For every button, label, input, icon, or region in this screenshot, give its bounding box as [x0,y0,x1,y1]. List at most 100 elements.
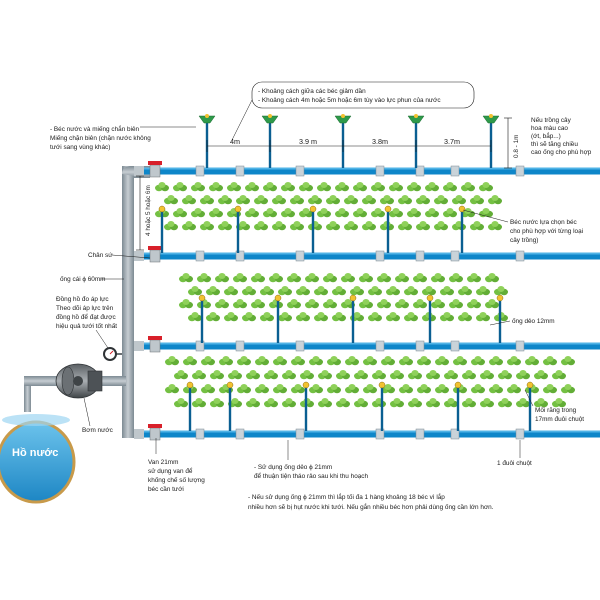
sprinkler-head-icon [226,381,234,389]
tall-crop-note: Nếu trồng cây hoa màu cao (ớt, bắp...) t… [531,115,592,156]
plant-icon [395,299,409,309]
sprinkler-nozzle [268,114,272,118]
plant-icon [326,195,340,205]
plant-rows [155,182,575,408]
plant-icon [407,208,421,218]
plant-icon [318,370,332,380]
soft-pipe-label: ống dẻo 12mm [512,316,555,325]
plant-icon [416,195,430,205]
plant-icon [173,182,187,192]
plant-icon [435,384,449,394]
plant-icon [476,286,490,296]
plant-icon [359,299,373,309]
sprinkler-head-icon [496,294,504,302]
plant-icon [291,356,305,366]
valve-handle-icon[interactable] [148,246,162,250]
plant-icon [398,221,412,231]
plant-icon [237,384,251,394]
plant-icon [390,398,404,408]
plant-icon [359,273,373,283]
plant-icon [210,398,224,408]
plant-icon [453,356,467,366]
sprinkler-head-icon [384,205,392,213]
plant-icon [350,286,364,296]
valve-note-line1: Van 21mm [148,459,178,466]
plant-icon [434,195,448,205]
plant-icon [278,312,292,322]
plant-icon [543,384,557,394]
sprinkler-head-icon [198,294,206,302]
pipe-coupling [450,165,460,177]
plant-icon [224,286,238,296]
plant-icon [443,182,457,192]
plant-icon [485,299,499,309]
valve-handle-icon[interactable] [148,336,162,340]
plant-icon [215,299,229,309]
plant-icon [404,286,418,296]
plant-icon [561,356,575,366]
tall-crop-line3: (ớt, bắp...) [531,131,561,140]
tail-fitting-line1: Mối răng trong [535,405,577,414]
sprinkler-note: - Béc nước và miếng chắn biên Miếng chặn… [50,124,196,151]
plant-icon [242,286,256,296]
plant-icon [431,299,445,309]
plant-icon [380,195,394,205]
tee-fitting [134,166,144,176]
plant-icon [179,273,193,283]
plant-icon [273,384,287,394]
sprinkler-head-icon [186,381,194,389]
plant-icon [305,273,319,283]
valve-handle-icon[interactable] [148,424,162,428]
bottom-note-2: để thuận tiện tháo rảo sau khi thu hoạch [254,472,368,480]
plant-icon [363,356,377,366]
tail-fitting-line2: 17mm đuôi chuột [535,416,584,423]
plant-icon [188,286,202,296]
plant-icon [308,195,322,205]
tee-fitting [134,429,144,439]
main-vertical-pipe [122,166,134,438]
pump-label: Bơm nước [82,427,114,434]
pipe-coupling [295,165,305,177]
plant-icon [552,370,566,380]
plant-icon [260,312,274,322]
plant-icon [489,356,503,366]
plant-icon [237,356,251,366]
lateral-pipes [134,161,600,441]
plant-icon [233,299,247,309]
riser-pipe [386,209,390,253]
valve-handle-icon[interactable] [148,161,162,165]
valve-note: Van 21mm sử dụng van để khống chế số lượ… [148,438,205,493]
plant-icon [308,221,322,231]
pipe-coupling [515,165,525,177]
plant-icon [471,356,485,366]
plant-icon [399,384,413,394]
plant-icon [417,356,431,366]
plant-icon [444,370,458,380]
plant-icon [452,195,466,205]
plant-icon [323,273,337,283]
plant-icon [215,273,229,283]
plant-icon [218,221,232,231]
tail-label: 1 đuôi chuột [497,460,532,467]
plant-icon [534,370,548,380]
bottom-note-3: - Nếu sử dụng ống ϕ 21mm thì lắp tối đa … [248,492,445,501]
plant-icon [467,273,481,283]
plant-icon [281,208,295,218]
plant-icon [218,195,232,205]
plant-icon [224,312,238,322]
pipe-coupling [195,165,205,177]
plant-icon [290,195,304,205]
plant-icon [332,286,346,296]
pipe-coupling [235,340,245,352]
plant-icon [344,195,358,205]
plant-icon [371,208,385,218]
plant-icon [290,221,304,231]
plant-icon [219,356,233,366]
spacing-label-4: 3.7m [444,137,460,146]
plant-icon [479,208,493,218]
riser-pipe [456,385,460,431]
riser-pipe [498,298,502,343]
plant-icon [470,195,484,205]
pipe-coupling [235,250,245,262]
plant-icon [305,299,319,309]
